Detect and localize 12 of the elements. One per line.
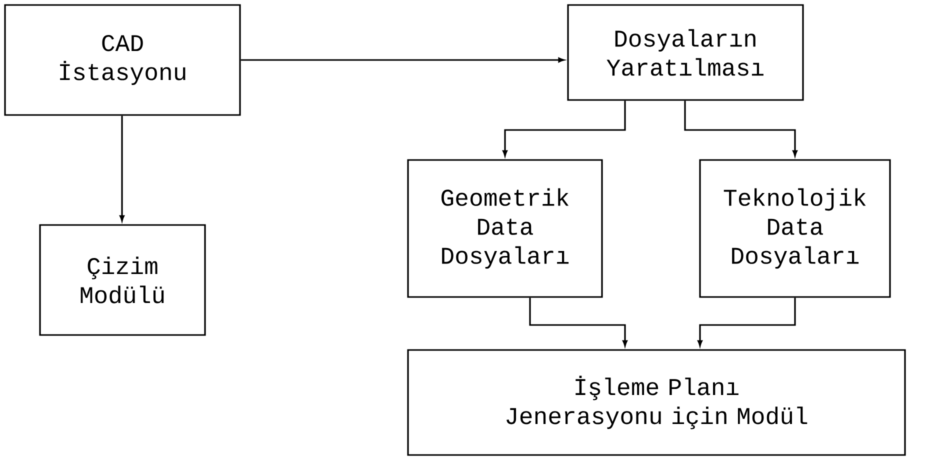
process-box: Geometrik Data Dosyaları <box>407 159 603 298</box>
process-box: Dosyaların Yaratılması <box>567 4 804 101</box>
arrow <box>502 100 626 156</box>
process-box: Teknolojik Data Dosyaları <box>699 159 891 298</box>
arrow <box>120 116 124 222</box>
process-box: Çizim Modülü <box>39 224 206 336</box>
process-box: İşleme Planı Jenerasyonu için Modül <box>407 349 906 456</box>
arrow <box>698 298 796 346</box>
arrow <box>529 298 628 346</box>
process-box: CAD İstasyonu <box>4 4 241 116</box>
arrow <box>684 100 798 156</box>
arrow <box>240 58 564 62</box>
